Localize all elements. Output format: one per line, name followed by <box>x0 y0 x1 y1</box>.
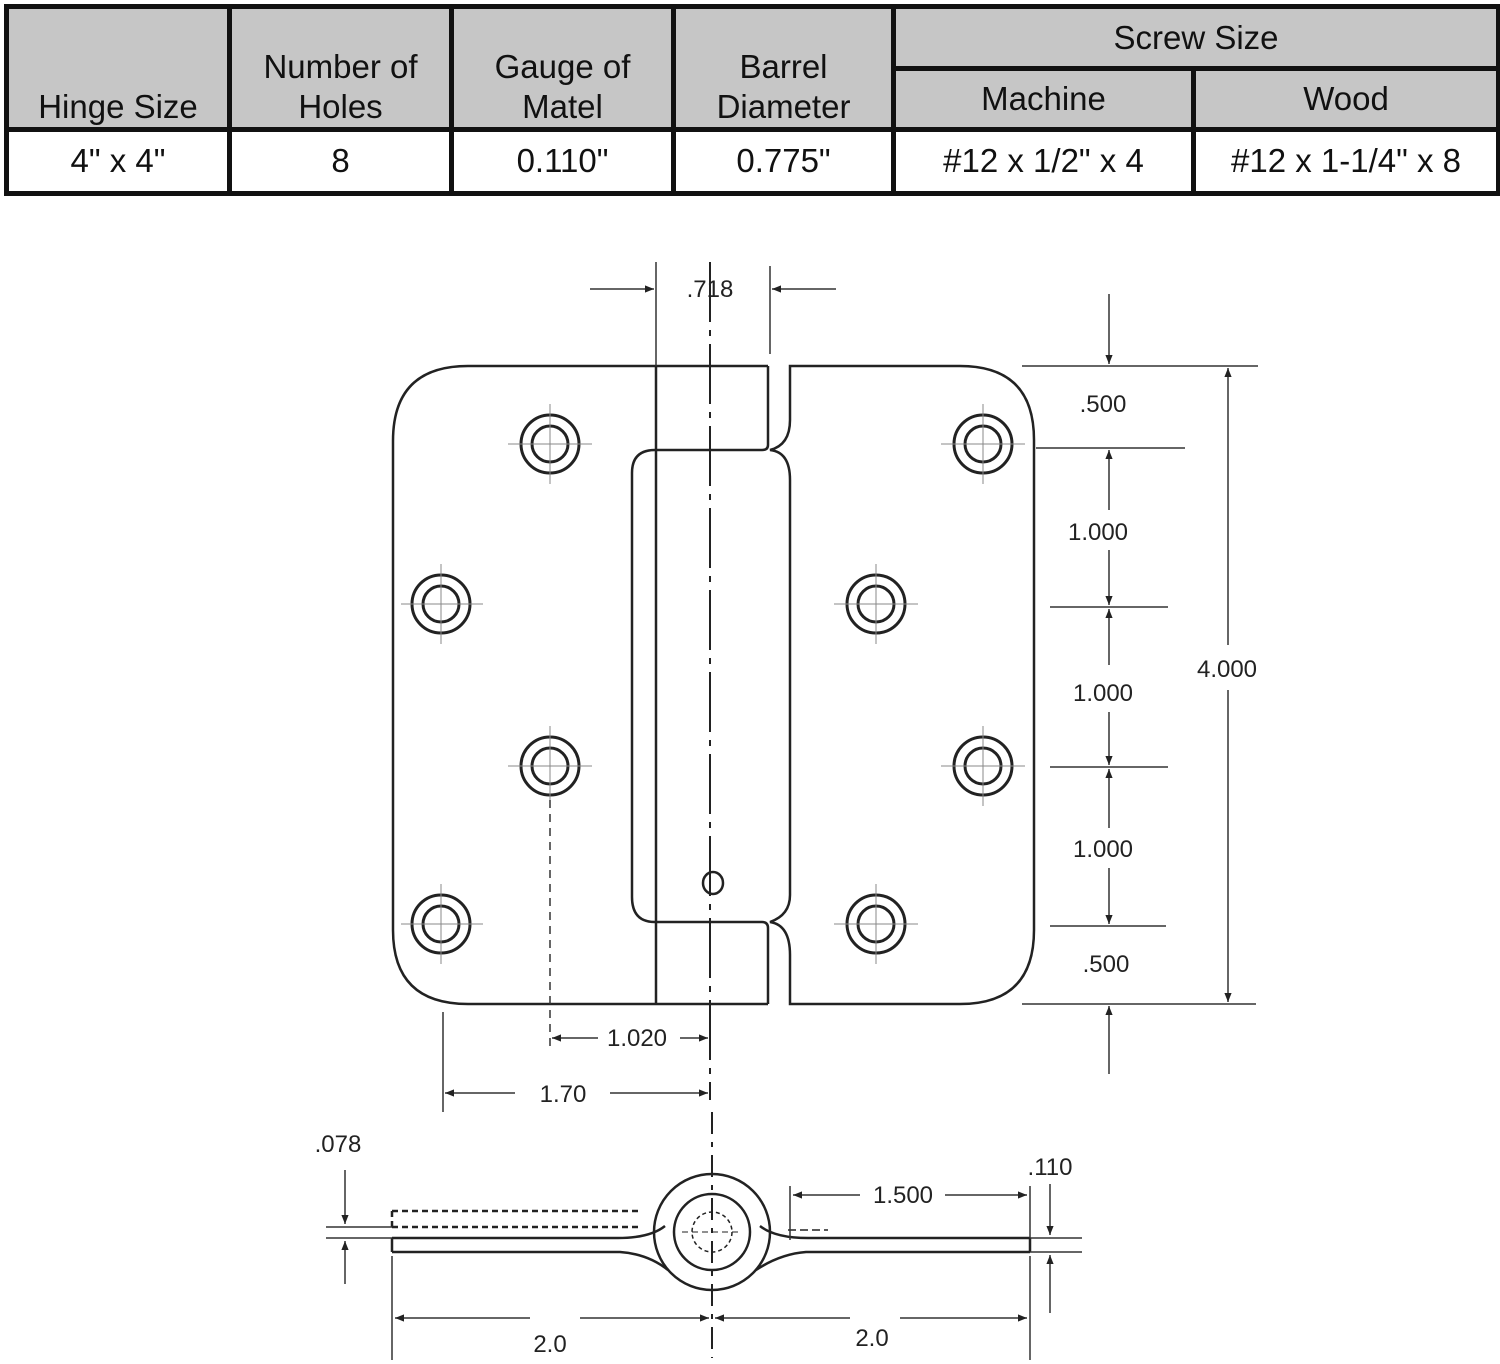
hinge-front-view <box>391 364 1036 1006</box>
left-leaf-outline <box>391 364 768 1006</box>
table-subheader-row: Machine Wood <box>7 66 1500 132</box>
cell-machine: #12 x 1/2" x 4 <box>891 126 1196 197</box>
dim-leaf-thickness-left: .078 <box>315 1131 362 1158</box>
cell-gauge: 0.110" <box>449 126 676 197</box>
header-barrel-line1: Barrel <box>739 47 828 85</box>
dim-left-width: 2.0 <box>533 1331 566 1358</box>
dim-hole-spacing-2: 1.000 <box>1073 680 1133 707</box>
dimension-lines <box>442 262 1258 1112</box>
header-barrel-line2: Diameter <box>716 87 851 125</box>
dimension-labels: .718 .500 1.000 1.000 1.000 .500 4.000 1… <box>315 276 1257 1358</box>
header-machine: Machine <box>891 66 1196 132</box>
cell-holes: 8 <box>227 126 454 197</box>
cell-hinge-size: 4" x 4" <box>4 126 232 197</box>
screw-hole <box>508 404 592 484</box>
side-dimension-lines <box>326 1170 1082 1360</box>
left-knuckle-cutout <box>630 366 770 1004</box>
cell-barrel: 0.775" <box>671 126 896 197</box>
screw-hole <box>834 564 918 644</box>
screw-hole <box>941 726 1025 806</box>
dim-right-leaf-length: 1.500 <box>873 1182 933 1209</box>
dim-overall-height: 4.000 <box>1197 656 1257 683</box>
dim-hole-offset-outer: 1.70 <box>540 1081 587 1108</box>
dim-barrel-width: .718 <box>687 276 734 303</box>
side-barrel-inner <box>672 1192 752 1272</box>
side-centerline <box>682 1112 828 1358</box>
dim-hole-offset: 1.020 <box>607 1025 667 1052</box>
header-holes-line2: Holes <box>298 87 383 125</box>
pin-hole <box>701 870 725 896</box>
screw-hole <box>834 884 918 964</box>
screw-hole <box>401 884 483 964</box>
header-hinge-size-label: Hinge Size <box>38 87 198 125</box>
spec-table: Hinge Size Number of Holes Gauge of Mate… <box>4 3 1500 197</box>
dim-leaf-thickness-right: .110 <box>1028 1154 1073 1181</box>
cell-wood: #12 x 1-1/4" x 8 <box>1191 126 1500 197</box>
phantom-leaf <box>390 1209 640 1229</box>
header-wood: Wood <box>1191 66 1500 132</box>
side-leaf-profile <box>390 1224 1032 1272</box>
screw-holes <box>401 404 1025 964</box>
header-gauge-line1: Gauge of <box>494 47 631 85</box>
screw-hole <box>941 404 1025 484</box>
header-screw-size: Screw Size <box>891 3 1500 72</box>
screw-hole <box>508 726 592 806</box>
dim-top-edge: .500 <box>1080 391 1127 418</box>
header-machine-label: Machine <box>981 79 1106 117</box>
screw-hole <box>401 564 483 644</box>
dim-bottom-edge: .500 <box>1083 951 1130 978</box>
header-gauge-line2: Matel <box>522 87 603 125</box>
right-leaf-outline <box>769 364 1036 1006</box>
header-hinge-size: Hinge Size <box>4 4 232 132</box>
table-header-row: Hinge Size Number of Holes Gauge of Mate… <box>4 3 1500 132</box>
header-number-of-holes: Number of Holes <box>227 4 454 132</box>
header-holes-line1: Number of <box>263 47 418 85</box>
header-screw-size-label: Screw Size <box>1113 18 1279 56</box>
table-row: 4" x 4" 8 0.110" 0.775" #12 x 1/2" x 4 #… <box>4 126 1500 197</box>
dim-hole-spacing-1: 1.000 <box>1068 519 1128 546</box>
header-barrel-diameter: Barrel Diameter <box>671 4 896 132</box>
dim-right-width: 2.0 <box>855 1325 888 1352</box>
dim-hole-spacing-3: 1.000 <box>1073 836 1133 863</box>
header-wood-label: Wood <box>1303 79 1389 117</box>
header-gauge-of-metal: Gauge of Matel <box>449 4 676 132</box>
